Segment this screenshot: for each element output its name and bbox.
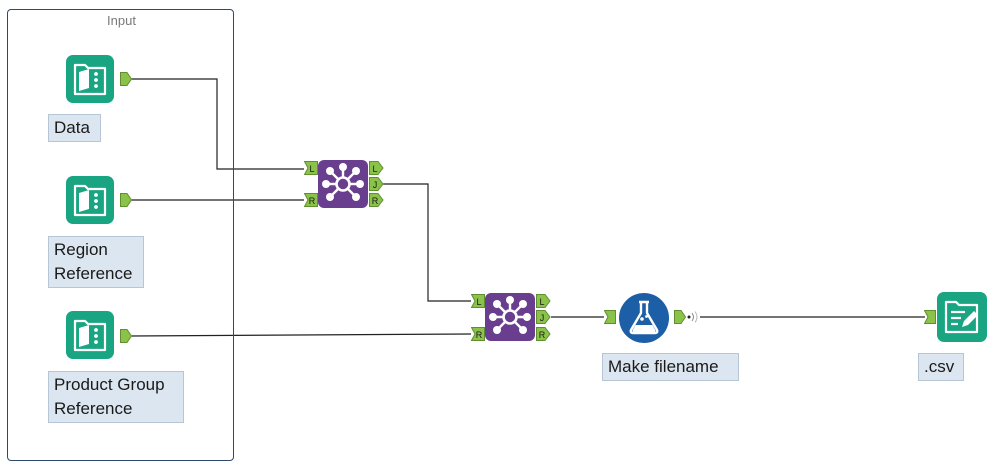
formula-input-anchor[interactable] [604, 310, 616, 324]
svg-text:R: R [309, 196, 316, 206]
svg-text:L: L [539, 297, 544, 307]
input-container[interactable]: Input [7, 9, 234, 461]
join-icon [485, 293, 535, 341]
wire-data-to-join1-left [131, 78, 304, 170]
join2-right-output-anchor[interactable]: R [536, 327, 551, 341]
join2-join-output-anchor[interactable]: J [536, 310, 551, 324]
flask-icon [619, 293, 669, 343]
svg-text:R: R [539, 330, 546, 340]
container-title: Input [107, 13, 136, 28]
tool-label-product: Product Group Reference [48, 371, 184, 423]
tool-label-formula: Make filename [602, 353, 739, 381]
wire-product-to-join2-right [130, 333, 472, 337]
svg-text:R: R [372, 196, 379, 206]
join-tool-2[interactable] [485, 293, 535, 341]
input-product-tool[interactable] [66, 311, 114, 359]
tool-label-region: Region Reference [48, 236, 144, 288]
join1-join-output-anchor[interactable]: J [369, 177, 384, 191]
join1-left-output-anchor[interactable]: L [369, 161, 384, 175]
join1-left-input-anchor[interactable]: L [304, 161, 318, 175]
join1-right-input-anchor[interactable]: R [304, 193, 318, 207]
join2-left-output-anchor[interactable]: L [536, 294, 551, 308]
output-anchor[interactable] [120, 329, 132, 343]
svg-text:R: R [476, 330, 483, 340]
join-icon [318, 160, 368, 208]
output-anchor[interactable] [120, 72, 132, 86]
book-icon [66, 311, 114, 359]
book-icon [66, 55, 114, 103]
pen-document-icon [937, 292, 987, 342]
svg-text:L: L [309, 164, 314, 174]
join2-left-input-anchor[interactable]: L [471, 294, 485, 308]
svg-text:L: L [476, 297, 481, 307]
svg-text:J: J [540, 313, 545, 323]
formula-output-anchor[interactable] [674, 310, 702, 324]
join2-right-input-anchor[interactable]: R [471, 327, 485, 341]
input-region-tool[interactable] [66, 176, 114, 224]
wire-join1-to-join2-left [383, 183, 471, 302]
output-tool-input-anchor[interactable] [924, 310, 936, 324]
join-tool-1[interactable] [318, 160, 368, 208]
output-data-tool[interactable] [937, 292, 987, 342]
formula-tool[interactable] [618, 292, 670, 344]
join1-right-output-anchor[interactable]: R [369, 193, 384, 207]
svg-text:J: J [373, 180, 378, 190]
output-anchor[interactable] [120, 193, 132, 207]
input-data-tool[interactable] [66, 55, 114, 103]
book-icon [66, 176, 114, 224]
svg-text:L: L [372, 164, 377, 174]
tool-label-data: Data [48, 114, 101, 142]
tool-label-output: .csv [918, 353, 964, 381]
